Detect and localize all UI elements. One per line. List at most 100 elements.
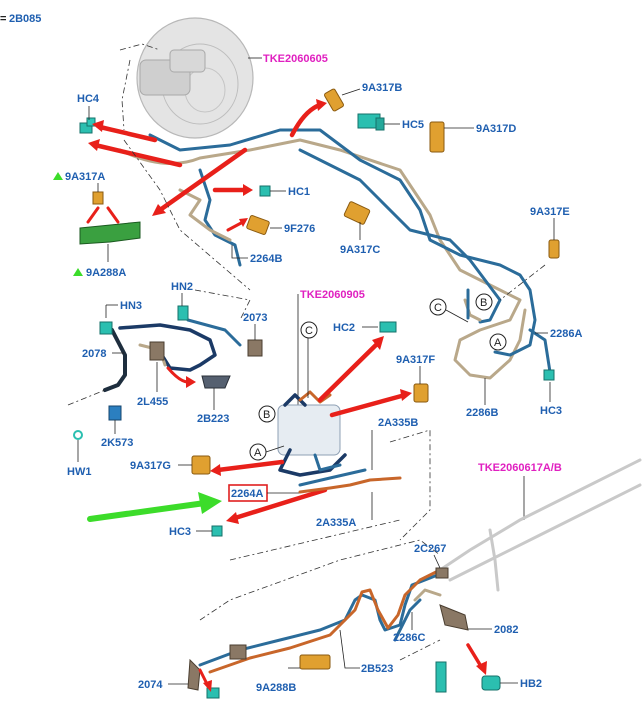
label-2l455[interactable]: 2L455 [137,396,168,408]
part-9a317b [324,88,344,112]
part-hn2 [177,305,189,321]
label-hc3-right[interactable]: HC3 [540,405,562,417]
arrow-head-hb2 [476,661,487,675]
circle-ref-c-right-text: C [434,302,442,314]
arrow-head-9a317f [400,389,412,401]
arrow-9a317g [215,459,285,473]
label-2074[interactable]: 2074 [138,679,163,691]
circle-ref-c-center [300,321,318,339]
part-9a317f [413,383,429,403]
label-2b523[interactable]: 2B523 [361,663,393,675]
label-2264b[interactable]: 2264B [250,253,282,265]
dash-2a335b [389,429,431,541]
circle-ref-b-center-text: B [263,409,270,421]
part-2073 [247,339,263,357]
part-2l455 [149,341,165,361]
label-2286b[interactable]: 2286B [466,407,498,419]
rear-axle-lines-grey [438,458,642,592]
leader-2b523 [339,629,360,669]
label-hc2[interactable]: HC2 [333,322,355,334]
part-2b223 [201,375,231,389]
part-clip-teal-bottom [206,687,220,699]
abs-module [277,390,347,477]
label-hw1[interactable]: HW1 [67,466,91,478]
part-2c267 [435,567,449,579]
circle-ref-a-center-text: A [254,447,262,459]
header-ref-code[interactable]: 2B085 [9,13,41,25]
leader-9a317b [341,88,361,96]
label-2286a[interactable]: 2286A [550,328,582,340]
part-9a317c [343,201,371,225]
part-hn3 [99,321,113,335]
label-hb2[interactable]: HB2 [520,678,542,690]
green-triangle-icon [73,268,83,276]
label-2a335b[interactable]: 2A335B [378,417,418,429]
circle-ref-b-right-text: B [480,297,487,309]
part-hc4 [79,117,96,134]
label-2b223[interactable]: 2B223 [197,413,229,425]
part-hc1 [259,185,271,197]
label-2073[interactable]: 2073 [243,312,267,324]
label-2a335a[interactable]: 2A335A [316,517,356,529]
part-hc3-right [543,369,555,381]
part-2b523 [229,644,247,660]
circle-ref-b-center [258,405,276,423]
label-9a317a[interactable]: 9A317A [65,171,105,183]
label-2286c[interactable]: 2286C [393,632,425,644]
dash-connector-upper [123,139,251,291]
arrow-head-2074 [203,680,212,692]
booster-dash-left [121,59,131,131]
red-arrows-upper [86,99,327,232]
label-hc5[interactable]: HC5 [402,119,424,131]
lines-2a335 [298,468,402,494]
arrow-9a317f [329,392,408,418]
label-hc3-left[interactable]: HC3 [169,526,191,538]
label-2k573[interactable]: 2K573 [101,437,133,449]
label-hc1[interactable]: HC1 [288,186,310,198]
label-hn3[interactable]: HN3 [120,300,142,312]
circle-ref-a-right-text: A [494,337,502,349]
arrow-hc3-left [232,487,328,521]
dash-2a335a [229,519,401,561]
leader-2c267 [433,554,441,569]
part-9a317g [191,455,211,475]
label-9a317b[interactable]: 9A317B [362,82,402,94]
upper-brake-lines [118,128,552,380]
circle-ref-c-center-text: C [305,325,313,337]
leader-2264b [231,245,248,259]
label-9a288b[interactable]: 9A288B [256,682,296,694]
part-2k573 [108,405,122,421]
dash-middle-top [194,289,251,321]
label-9a288a[interactable]: 9A288A [86,267,126,279]
label-2082[interactable]: 2082 [494,624,518,636]
label-hc4[interactable]: HC4 [77,93,100,105]
label-tke2060905[interactable]: TKE2060905 [300,289,365,301]
label-tke2060605[interactable]: TKE2060605 [263,53,328,65]
label-2264a[interactable]: 2264A [231,488,263,500]
label-9a317f[interactable]: 9A317F [396,354,435,366]
dash-hw1 [67,389,106,406]
part-9a317a [92,191,104,205]
part-9f276 [246,215,270,235]
label-9a317c[interactable]: 9A317C [340,244,380,256]
label-2078[interactable]: 2078 [82,348,106,360]
dash-lower-top [199,539,441,621]
part-hw1 [73,430,83,440]
label-9a317d[interactable]: 9A317D [476,123,516,135]
label-9a317e[interactable]: 9A317E [530,206,570,218]
label-tke2060617[interactable]: TKE2060617A/B [478,462,562,474]
part-9a317e [548,239,560,259]
lower-brake-lines [198,568,447,674]
dash-lower-right [399,639,441,661]
part-2082 [439,604,469,631]
arrow-head-2l455 [186,376,196,388]
part-9a288a-bracket [79,221,141,245]
label-9f276[interactable]: 9F276 [284,223,315,235]
label-hn2[interactable]: HN2 [171,281,193,293]
circle-ref-a-right [489,333,507,351]
leader-circle-a-center [265,445,285,453]
label-2c267[interactable]: 2C267 [414,543,446,555]
label-9a317g[interactable]: 9A317G [130,460,171,472]
arrow-hb2 [466,643,484,670]
